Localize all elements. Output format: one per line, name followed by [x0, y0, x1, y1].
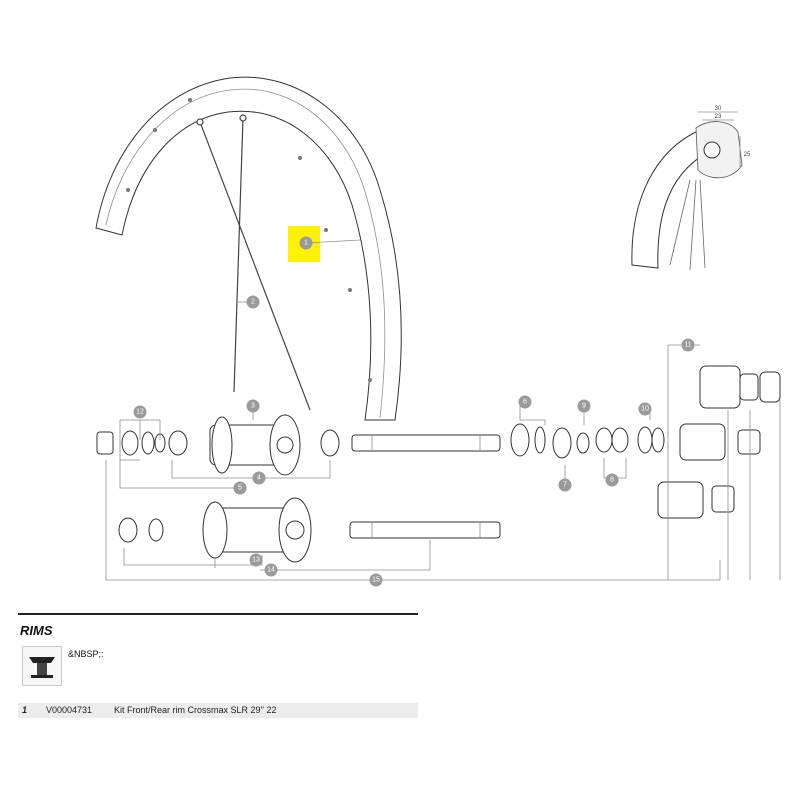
callout-14: 14 — [264, 563, 278, 577]
svg-text:14: 14 — [267, 567, 275, 574]
svg-text:7: 7 — [563, 482, 567, 489]
icon-caption: &NBSP;: — [68, 649, 104, 659]
svg-text:12: 12 — [136, 409, 144, 416]
callout-13: 13 — [249, 553, 263, 567]
tubeless-rim-icon — [22, 646, 62, 686]
svg-text:2: 2 — [251, 299, 255, 306]
front-hub-assembly-drawing — [96, 414, 501, 476]
part-row[interactable]: 1 V00004731 Kit Front/Rear rim Crossmax … — [18, 703, 418, 718]
callout-7: 7 — [558, 478, 572, 492]
part-number: 1 — [22, 705, 28, 715]
rear-hub-assembly-drawing — [118, 497, 501, 563]
svg-text:8: 8 — [610, 477, 614, 484]
dimension-label-inner-width: 23 — [715, 114, 722, 120]
part-reference: V00004731 — [46, 705, 93, 715]
callout-1: 1 — [299, 236, 313, 250]
svg-text:15: 15 — [372, 577, 380, 584]
svg-text:9: 9 — [582, 403, 586, 410]
svg-text:10: 10 — [641, 406, 649, 413]
rim-cross-section-drawing: 30 23 25 — [631, 106, 751, 271]
callout-2: 2 — [246, 295, 260, 309]
svg-text:3: 3 — [251, 403, 255, 410]
svg-text:1: 1 — [304, 240, 308, 247]
svg-text:4: 4 — [257, 475, 261, 482]
callout-4: 4 — [252, 471, 266, 485]
freehub-parts-drawing — [510, 365, 781, 519]
callout-8: 8 — [605, 473, 619, 487]
callout-15: 15 — [369, 573, 383, 587]
dimension-label-outer-width: 30 — [715, 106, 722, 112]
callout-5: 5 — [233, 481, 247, 495]
callout-12: 12 — [133, 405, 147, 419]
callout-3: 3 — [246, 399, 260, 413]
svg-text:5: 5 — [238, 485, 242, 492]
svg-text:11: 11 — [684, 342, 691, 349]
dimension-label-height: 25 — [744, 152, 751, 158]
part-description: Kit Front/Rear rim Crossmax SLR 29'' 22 — [114, 705, 277, 715]
section-divider — [18, 613, 418, 615]
callout-markers: 1 2 3 4 5 6 7 8 9 10 11 12 13 14 15 — [133, 236, 695, 587]
svg-text:13: 13 — [252, 557, 260, 564]
section-title: RIMS — [20, 623, 53, 638]
svg-text:6: 6 — [523, 399, 527, 406]
rim-drawing — [95, 76, 402, 421]
callout-9: 9 — [577, 399, 591, 413]
exploded-parts-diagram: 30 23 25 — [95, 76, 781, 587]
callout-6: 6 — [518, 395, 532, 409]
spokes-drawing — [196, 114, 311, 411]
callout-10: 10 — [638, 402, 652, 416]
callout-11: 11 — [681, 338, 695, 352]
